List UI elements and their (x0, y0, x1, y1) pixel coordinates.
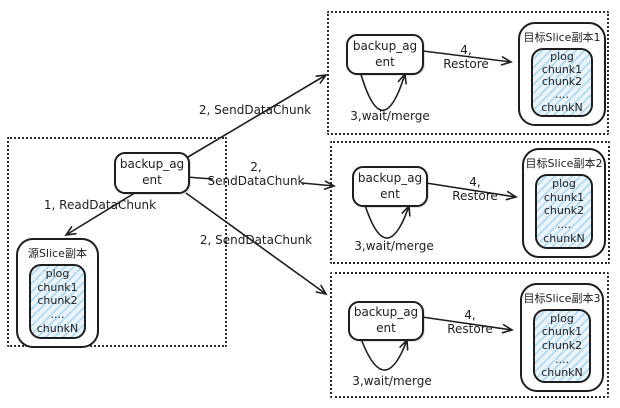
chunk-item: chunk1 (543, 190, 585, 204)
chunk-item: chunk1 (541, 62, 583, 76)
target-slice-box-1: 目标Slice副本1 plog chunk1 chunk2 .... chunk… (518, 22, 606, 126)
backup-agent-source: backup_ag ent (114, 152, 190, 194)
chunk-item: plog (550, 49, 574, 63)
edge-label-send-top: 2, SendDataChunk (198, 103, 312, 117)
target-slice-chunks-2: plog chunk1 chunk2 .... chunkN (535, 174, 593, 249)
target-slice-chunks-3: plog chunk1 chunk2 .... chunkN (533, 309, 591, 383)
edge-label-wait-merge-2: 3,wait/merge (354, 239, 434, 253)
target-slice-chunks-1: plog chunk1 chunk2 .... chunkN (531, 48, 593, 117)
chunk-item: chunkN (543, 232, 585, 246)
chunk-item: .... (555, 352, 569, 366)
edge-label-restore-1: 4, Restore (443, 43, 489, 71)
target-slice-box-3: 目标Slice副本3 plog chunk1 chunk2 .... chunk… (520, 283, 604, 392)
chunk-item: chunk1 (541, 325, 583, 339)
arrow-send-middle-seg1 (185, 176, 214, 180)
backup-agent-target-3: backup_ag ent (348, 301, 424, 341)
source-slice-box: 源Slice副本 plog chunk1 chunk2 .... chunkN (16, 238, 99, 348)
arrow-restore-3 (421, 316, 514, 334)
chunk-item: .... (557, 218, 571, 232)
target-group-box-1 (327, 11, 609, 135)
edge-label-restore-3: 4, Restore (447, 308, 493, 336)
arrow-restore-2 (425, 182, 518, 201)
backup-agent-target-2: backup_ag ent (352, 166, 428, 207)
chunk-item: chunkN (541, 366, 583, 380)
arrow-restore-1 (422, 50, 513, 66)
chunk-item: plog (45, 266, 70, 280)
edge-label-read-data-chunk: 1, ReadDataChunk (43, 198, 157, 212)
arrow-send-bottom (185, 192, 328, 296)
source-slice-chunks: plog chunk1 chunk2 .... chunkN (29, 264, 86, 339)
arrow-send-top (187, 73, 328, 158)
chunk-item: chunk1 (37, 280, 78, 294)
chunk-item: .... (555, 88, 569, 102)
chunk-item: plog (550, 311, 574, 325)
target-group-box-2 (330, 141, 610, 264)
target-slice-title-2: 目标Slice副本2 (525, 157, 603, 170)
edge-label-send-middle: 2, SendDataChunk (207, 160, 305, 188)
chunk-item: chunk2 (37, 294, 78, 308)
target-slice-title-3: 目标Slice副本3 (523, 292, 601, 305)
loop-wait-merge-1 (359, 70, 407, 111)
edge-label-wait-merge-3: 3,wait/merge (352, 374, 432, 388)
chunk-item: chunkN (36, 322, 79, 336)
loop-wait-merge-3 (359, 335, 409, 371)
chunk-item: .... (50, 308, 65, 322)
source-group-box (7, 137, 227, 347)
target-slice-box-2: 目标Slice副本2 plog chunk1 chunk2 .... chunk… (522, 148, 606, 258)
arrow-read-data-chunk (64, 190, 139, 237)
target-group-box-3 (330, 272, 609, 398)
chunk-item: chunkN (541, 101, 583, 115)
edge-label-wait-merge-1: 3,wait/merge (350, 109, 430, 123)
chunk-item: plog (552, 176, 576, 190)
chunk-item: chunk2 (541, 338, 583, 352)
arrow-send-middle-seg2 (301, 180, 336, 190)
loop-wait-merge-2 (363, 201, 411, 239)
source-slice-title: 源Slice副本 (28, 247, 87, 260)
chunk-item: chunk2 (543, 204, 585, 218)
target-slice-title-1: 目标Slice副本1 (523, 31, 601, 44)
backup-agent-target-1: backup_ag ent (346, 34, 424, 75)
edge-label-send-bottom: 2, SendDataChunk (199, 233, 313, 247)
chunk-item: chunk2 (541, 75, 583, 89)
edge-label-restore-2: 4, Restore (452, 175, 498, 203)
